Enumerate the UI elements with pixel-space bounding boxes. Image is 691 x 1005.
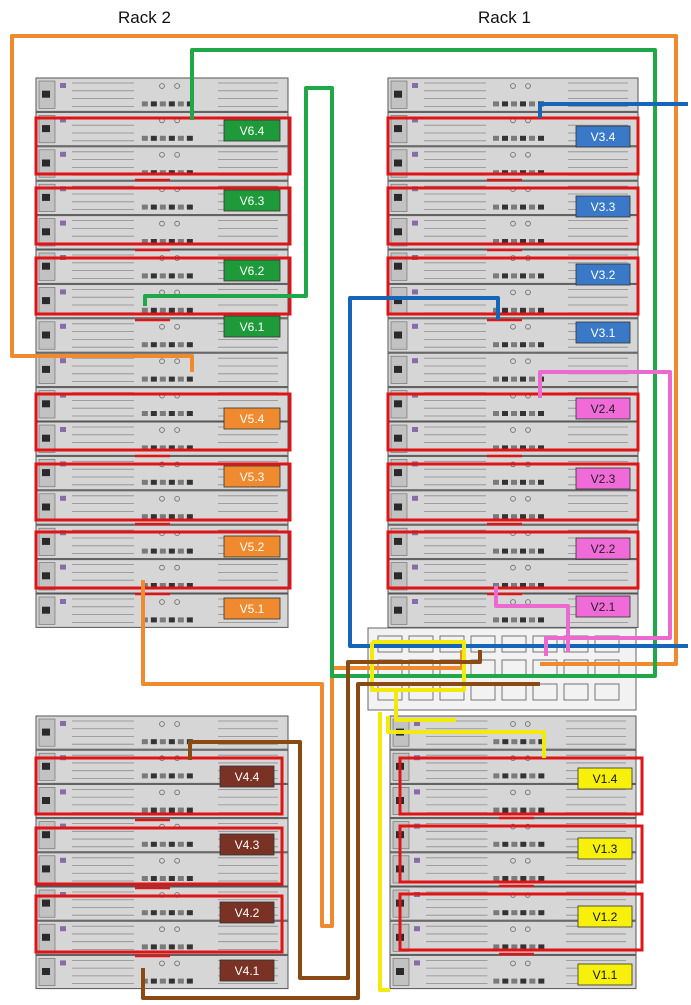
volume-label-v5-2: V5.2: [223, 535, 281, 558]
volume-label-text: V5.1: [240, 602, 265, 616]
pair-box: [386, 530, 640, 590]
volume-label-text: V6.2: [240, 264, 265, 278]
rack2-lower-server-unit: [35, 715, 289, 750]
yellow-cable-v1-4: [386, 716, 546, 758]
cables: [10, 34, 688, 1000]
pair-box: [34, 826, 284, 886]
pair-box: [34, 256, 292, 316]
volume-label-v6-4: V6.4: [223, 119, 281, 142]
volume-label-v1-2: V1.2: [577, 905, 633, 928]
rack2-lower-server-unit: [35, 920, 289, 955]
pair-box: [386, 462, 640, 522]
pink-cable-v2-1: [494, 586, 570, 652]
rack1-upper-server-unit: [387, 283, 639, 319]
volume-label-text: V6.1: [240, 320, 265, 334]
pair-box: [386, 116, 640, 176]
pair-box: [398, 756, 644, 816]
volume-label-text: V5.4: [240, 412, 265, 426]
red-pair-boxes: [34, 116, 644, 958]
pair-box: [34, 462, 292, 522]
volume-label-v3-1: V3.1: [575, 321, 631, 344]
volume-label-v3-4: V3.4: [575, 125, 631, 148]
pair-box: [34, 116, 292, 176]
rack2-upper-server-unit: [35, 283, 289, 319]
pair-box: [386, 186, 640, 246]
volume-label-v1-1: V1.1: [577, 963, 633, 986]
volume-label-text: V4.1: [235, 964, 260, 978]
volume-label-v1-4: V1.4: [577, 767, 633, 790]
yellow-cable-switch-loop: [370, 640, 466, 692]
pair-box: [34, 392, 292, 452]
rack2-lower-server-unit: [35, 852, 289, 887]
volume-label-text: V3.3: [591, 200, 616, 214]
volume-label-text: V3.4: [591, 130, 616, 144]
volume-label-v4-3: V4.3: [219, 833, 275, 856]
volume-label-v5-4: V5.4: [223, 407, 281, 430]
brown-cable-v4-1: [141, 682, 540, 1000]
volume-label-text: V1.2: [593, 910, 618, 924]
volume-label-v4-4: V4.4: [219, 765, 275, 788]
volume-label-text: V4.4: [235, 770, 260, 784]
yellow-cable-v1-1: [378, 712, 390, 992]
pair-box: [34, 894, 284, 954]
blue-cable-v3-4: [538, 102, 688, 118]
volume-labels: V6.4V6.3V6.2V6.1V5.4V5.3V5.2V5.1V4.4V4.3…: [219, 119, 633, 986]
pair-box: [398, 824, 644, 884]
rack-2-title: Rack 2: [118, 8, 171, 27]
volume-label-text: V6.3: [240, 194, 265, 208]
volume-label-v5-1: V5.1: [223, 597, 281, 620]
volume-label-v3-3: V3.3: [575, 195, 631, 218]
volume-label-v2-4: V2.4: [575, 397, 631, 420]
volume-label-text: V5.3: [240, 470, 265, 484]
orange-cable-v5-4: [10, 34, 678, 666]
volume-label-text: V2.1: [591, 600, 616, 614]
volume-label-text: V6.4: [240, 124, 265, 138]
volume-label-v2-2: V2.2: [575, 537, 631, 560]
volume-label-text: V5.2: [240, 540, 265, 554]
volume-label-v3-2: V3.2: [575, 263, 631, 286]
volume-label-v6-2: V6.2: [223, 259, 281, 282]
rack1-lower-server-unit: [389, 749, 637, 784]
volume-label-v1-3: V1.3: [577, 837, 633, 860]
volume-label-text: V1.3: [593, 842, 618, 856]
pair-box: [34, 756, 284, 816]
volume-label-v6-1: V6.1: [223, 315, 281, 338]
green-cable-v6: [143, 48, 657, 678]
rack1-upper-server-unit: [387, 352, 639, 388]
volume-label-v4-1: V4.1: [219, 959, 275, 982]
pair-box: [398, 892, 644, 952]
orange-cable-v5-1: [141, 580, 464, 928]
brown-cable-v4-4: [188, 650, 482, 980]
pair-box: [34, 530, 292, 590]
volume-label-text: V1.4: [593, 772, 618, 786]
volume-label-v4-2: V4.2: [219, 901, 275, 924]
volume-label-text: V3.2: [591, 268, 616, 282]
volume-label-text: V4.2: [235, 906, 260, 920]
pair-box: [386, 392, 640, 452]
volume-label-text: V2.2: [591, 542, 616, 556]
rack1-upper-server-unit: [387, 77, 639, 112]
yellow-cable-v1-link: [394, 690, 456, 722]
volume-label-text: V2.4: [591, 402, 616, 416]
volume-label-v2-1: V2.1: [575, 595, 631, 618]
volume-label-text: V3.1: [591, 326, 616, 340]
volume-label-text: V2.3: [591, 472, 616, 486]
volume-label-text: V1.1: [593, 968, 618, 982]
rack2-upper-server-unit: [35, 77, 289, 112]
volume-label-v2-3: V2.3: [575, 467, 631, 490]
volume-label-text: V4.3: [235, 838, 260, 852]
rack2-upper-server-unit: [35, 352, 289, 388]
pair-box: [34, 186, 292, 246]
pair-box: [386, 256, 640, 316]
volume-label-v6-3: V6.3: [223, 189, 281, 212]
pink-cable-v2-4: [538, 370, 672, 656]
rack-1-title: Rack 1: [478, 8, 531, 27]
volume-label-v5-3: V5.3: [223, 465, 281, 488]
